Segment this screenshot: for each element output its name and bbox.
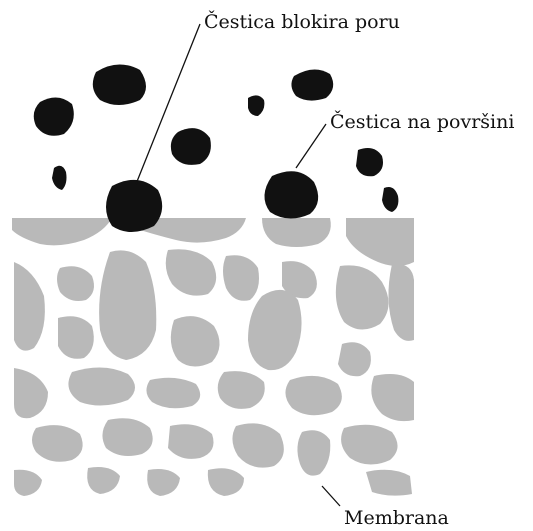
blocking-leader-line: [135, 23, 201, 185]
surface-particle-label: Čestica na površini: [330, 110, 514, 133]
membrane-grain: [170, 316, 220, 367]
membrane-grain: [58, 316, 94, 359]
membrane-grain: [165, 249, 217, 296]
membrane-grain: [14, 262, 45, 351]
membrane-grain: [232, 423, 284, 468]
membrane-grain: [102, 418, 153, 456]
membrane-grain: [87, 467, 120, 494]
membrane-grain: [388, 263, 414, 341]
membrane-leader-line: [321, 485, 341, 507]
membrane-grain: [297, 430, 331, 476]
membrane-grain: [14, 469, 42, 496]
membrane-grain: [99, 250, 157, 360]
membrane-grain: [68, 367, 135, 406]
membrane-grain: [366, 469, 412, 496]
particle-blocking-pore: [106, 179, 163, 232]
membrane-grain: [14, 368, 48, 419]
membrane-skin-segment: [346, 218, 414, 266]
particle: [92, 64, 146, 105]
particle: [291, 69, 334, 101]
membrane-grain: [335, 265, 389, 330]
membrane-grain: [282, 261, 317, 299]
particle: [33, 97, 74, 136]
membrane-grain: [57, 266, 94, 301]
particle: [52, 165, 67, 190]
membrane-skin-segment: [262, 218, 331, 247]
membrane-label: Membrana: [344, 507, 449, 529]
membrane-skin-segment: [12, 218, 112, 246]
membrane-grain: [223, 255, 259, 301]
membrane-grain: [168, 424, 214, 459]
particle: [248, 95, 265, 116]
membrane-grain: [338, 342, 371, 377]
particle-on-surface: [264, 171, 319, 219]
membrane-grain: [147, 469, 180, 496]
membrane-grain: [207, 468, 244, 496]
membrane: [12, 218, 414, 496]
particle: [382, 187, 399, 212]
membrane-grain: [217, 371, 265, 409]
membrane-grain: [32, 425, 83, 462]
surface-leader-line: [295, 123, 327, 169]
blocking-particle-label: Čestica blokira poru: [204, 10, 400, 33]
leader-lines: [135, 23, 341, 507]
membrane-grain: [341, 424, 398, 465]
membrane-grain: [371, 374, 414, 422]
particle: [170, 128, 211, 165]
membrane-grain: [248, 289, 302, 371]
particles: [33, 64, 399, 232]
particle: [356, 148, 383, 177]
membrane-grain: [285, 375, 342, 416]
membrane-grain: [146, 377, 201, 409]
